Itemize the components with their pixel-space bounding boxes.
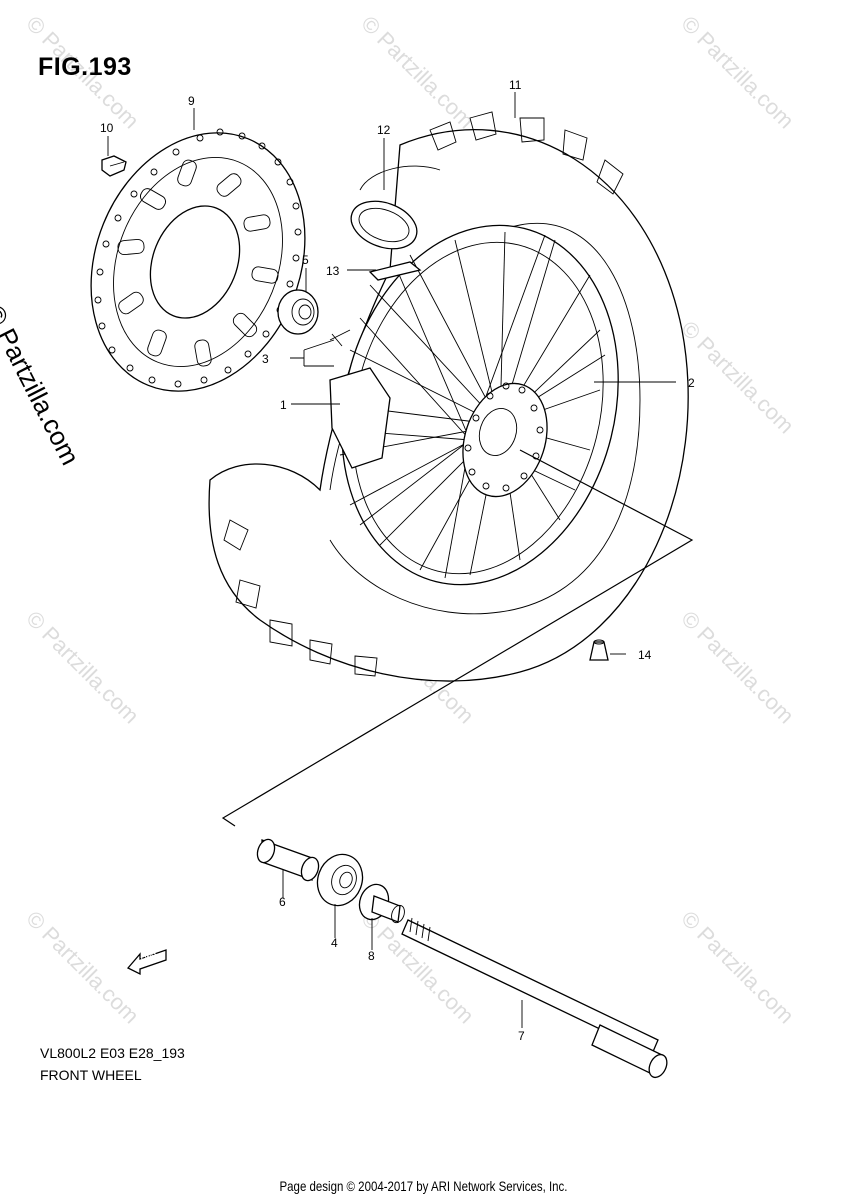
wheel-bearing-left: [316, 853, 364, 907]
leader-lines: [107, 92, 676, 1028]
front-axle: [401, 917, 668, 1079]
wheel-spacer: [256, 838, 320, 882]
watermark: © Partzilla.com: [676, 606, 799, 729]
figure-title: FIG.193: [38, 53, 132, 81]
callout-5: 5: [302, 253, 309, 267]
disc-bolt: [101, 155, 127, 177]
callout-10: 10: [100, 121, 114, 135]
watermark: © Partzilla.com: [21, 606, 144, 729]
page-credit: Page design © 2004-2017 by ARI Network S…: [279, 1178, 568, 1194]
watermark: © Partzilla.com: [676, 316, 799, 439]
callout-3: 3: [262, 352, 269, 366]
fwd-arrow-icon: FWD: [126, 949, 167, 976]
explosion-line: [221, 449, 694, 827]
callout-11: 11: [509, 78, 522, 92]
watermark: © Partzilla.com: [676, 906, 799, 1029]
rim-band: [368, 261, 422, 281]
callout-13: 13: [326, 264, 340, 278]
callout-12: 12: [377, 123, 391, 137]
callout-4: 4: [331, 936, 338, 950]
front-wheel-assembly: [208, 111, 689, 682]
tire-valve: [329, 329, 351, 347]
callout-14: 14: [638, 648, 652, 662]
callout-2: 2: [688, 376, 695, 390]
diagram-name: FRONT WHEEL: [40, 1067, 142, 1083]
callout-6: 6: [279, 895, 286, 909]
callouts: 9 10 11 12 13 5 3 1 2 14 6 4 8 7: [100, 78, 695, 1043]
brake-disc: [90, 128, 306, 392]
inner-tube: [350, 165, 441, 250]
axle-collar: [358, 883, 405, 924]
callout-1: 1: [280, 398, 287, 412]
model-code: VL800L2 E03 E28_193: [40, 1045, 185, 1061]
watermark: © Partzilla.com: [21, 906, 144, 1029]
valve-cap: [589, 639, 609, 661]
callout-9: 9: [188, 94, 195, 108]
wheel-bearing-right: [277, 289, 319, 335]
callout-8: 8: [368, 949, 375, 963]
callout-7: 7: [518, 1029, 525, 1043]
watermark: © Partzilla.com: [356, 11, 479, 134]
watermark: © Partzilla.com: [676, 11, 799, 134]
